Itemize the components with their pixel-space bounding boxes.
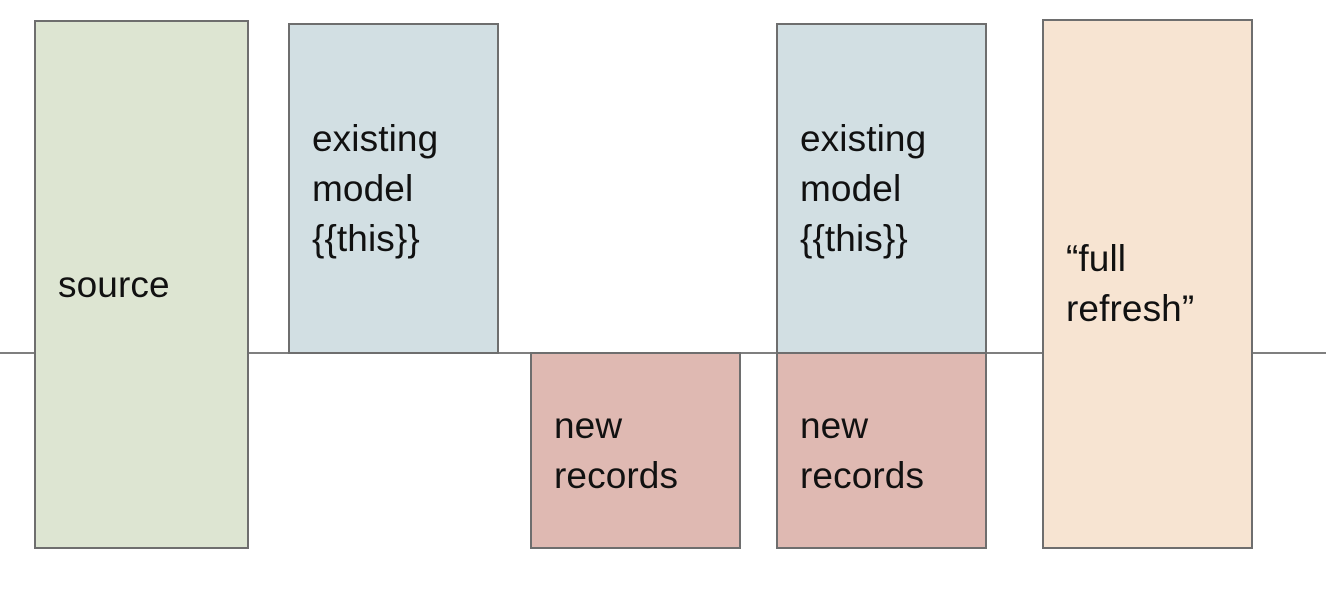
box-full-refresh-label: “full refresh” — [1066, 238, 1195, 329]
box-source[interactable]: source — [34, 20, 249, 549]
box-new-records-right[interactable]: new records — [776, 352, 987, 549]
box-new-records-middle-label: new records — [554, 404, 679, 496]
box-existing-model-right[interactable]: existing model {{this}} — [776, 23, 987, 354]
box-full-refresh[interactable]: “full refresh” — [1042, 19, 1253, 549]
box-new-records-middle[interactable]: new records — [530, 352, 741, 549]
box-source-label: source — [58, 263, 170, 305]
box-new-records-right-label: new records — [800, 404, 925, 496]
box-existing-model-left-label: existing model {{this}} — [312, 117, 439, 259]
box-existing-model-right-label: existing model {{this}} — [800, 117, 927, 259]
box-existing-model-left[interactable]: existing model {{this}} — [288, 23, 499, 354]
